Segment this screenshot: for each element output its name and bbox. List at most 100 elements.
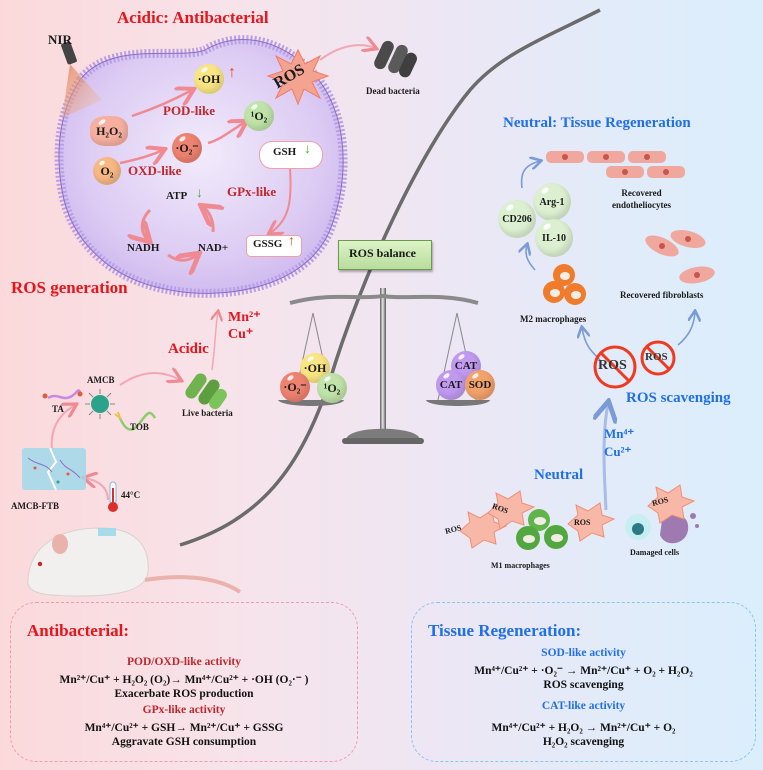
hydrogel-label: AMCB-FTB (11, 501, 59, 511)
amcb-nanoparticle-icon (85, 389, 115, 419)
mouse-icon (27, 527, 242, 597)
ros-burst-icon (266, 48, 330, 106)
sod-effect: ROS scavenging (543, 679, 624, 691)
hydroxyl-radical-label: ·OH (197, 71, 221, 86)
ros-balance-title: ROS balance (349, 246, 417, 260)
h2o2-label: H₂O₂ (96, 123, 122, 138)
ros-burst-icon (487, 490, 536, 530)
marker-il10-ball: IL-10 (535, 219, 573, 257)
gssg-label: GSSG (253, 238, 283, 250)
endotheliocytes-label-line-2: endotheliocytes (612, 200, 671, 210)
nadh-label: NADH (127, 242, 160, 254)
gpx-like-label: GPx-like (227, 184, 277, 199)
cu2-ion-label: Cu²⁺ (604, 444, 632, 459)
mn2-ion-label: Mn²⁺ (228, 310, 261, 325)
tissue-regeneration-panel-title: Tissue Regeneration: (428, 621, 582, 640)
pod-like-label: POD-like (163, 103, 215, 118)
no-ros-icon-1 (593, 345, 637, 389)
marker-arg1-label: Arg-1 (539, 196, 565, 208)
balance-oh-label: ·OH (303, 360, 327, 375)
ros-burst-icon (567, 502, 616, 542)
cu1-ion-label: Cu⁺ (228, 327, 254, 342)
marker-cd206-ball: CD206 (498, 200, 536, 238)
neutral-tissue-title: Neutral: Tissue Regeneration (503, 115, 691, 131)
gsh-down-arrow-icon: ↓ (304, 142, 311, 157)
balance-singlet-ball: ¹O₂ (317, 373, 347, 403)
gsh-label: GSH (273, 146, 297, 158)
cat-activity-heading: CAT-like activity (541, 700, 626, 712)
nad-plus-label: NAD+ (198, 242, 229, 254)
nir-laser-icon (61, 41, 102, 118)
sod-activity-heading: SOD-like activity (541, 647, 626, 659)
m1-macrophages-icon (516, 509, 568, 550)
damaged-cells-label: Damaged cells (630, 548, 680, 557)
crossed-ros-label-1: ROS (598, 358, 627, 373)
gsh-cloud (259, 141, 323, 169)
endotheliocytes-label-line-1: Recovered (621, 188, 662, 198)
neutral-label: Neutral (534, 467, 584, 483)
nir-label: NIR (48, 32, 72, 47)
neutral-ions: Mn⁴⁺ Cu²⁺ (604, 425, 634, 461)
balance-sod-label: SOD (468, 379, 492, 391)
oxygen-label: O₂ (100, 163, 114, 178)
damaged-cells-icon (625, 513, 699, 544)
balance-cat-label-2: CAT (439, 379, 463, 391)
ros-generation-label: ROS generation (11, 278, 128, 297)
marker-arg1-ball: Arg-1 (533, 183, 571, 221)
singlet-oxygen-ball: ¹O₂ (244, 101, 274, 131)
balance-cat-ball-2: CAT (436, 370, 466, 400)
balance-sod-ball: SOD (465, 370, 495, 400)
ta-molecule-icon (42, 389, 83, 400)
sod-equation: Mn⁴⁺/Cu²⁺ + ·O₂⁻ → Mn²⁺/Cu⁺ + O₂ + H₂O₂ (474, 665, 693, 677)
superoxide-ball: ·O₂⁻ (172, 133, 202, 163)
gpx-effect: Aggravate GSH consumption (111, 736, 257, 748)
balance-superoxide-label: ·O₂⁻ (283, 379, 307, 394)
h2o2-burst: H₂O₂ (90, 116, 128, 146)
temperature-label: 44°C (121, 490, 141, 500)
balance-singlet-label: ¹O₂ (323, 380, 341, 395)
amcb-label: AMCB (87, 375, 115, 385)
tissue-regeneration-panel: Tissue Regeneration: SOD-like activity M… (411, 602, 756, 762)
ros-balance-box (338, 240, 432, 270)
pod-oxd-equation: Mn²⁺/Cu⁺ + H₂O₂ (O₂)→ Mn⁴⁺/Cu²⁺ + ·OH (O… (59, 674, 309, 686)
live-bacteria-icon (185, 373, 227, 410)
ros-burst-icon (647, 484, 696, 524)
atp-label: ATP (166, 190, 188, 202)
atp-down-arrow-icon: ↓ (196, 186, 203, 201)
cat-effect: H₂O₂ scavenging (542, 736, 625, 748)
oh-up-arrow-icon: ↑ (228, 64, 236, 81)
m2-macrophages-icon (543, 264, 586, 305)
tob-molecule-icon (114, 411, 157, 431)
fibroblasts-label: Recovered fibroblasts (620, 290, 704, 300)
tob-label: TOB (130, 422, 149, 432)
oxd-like-label: OXD-like (128, 163, 182, 178)
hydrogel-block-icon (22, 447, 86, 491)
thermometer-icon (108, 481, 118, 512)
gpx-activity-heading: GPx-like activity (142, 704, 226, 716)
superoxide-label: ·O₂⁻ (175, 140, 199, 155)
ta-label: TA (52, 404, 64, 414)
ros-burst-icon (459, 509, 508, 549)
live-bacteria-label: Live bacteria (182, 408, 233, 418)
singlet-oxygen-label: ¹O₂ (250, 108, 268, 123)
cat-equation: Mn⁴⁺/Cu²⁺ + H₂O₂ → Mn²⁺/Cu⁺ + O₂ (491, 722, 676, 734)
m2-macrophages-label: M2 macrophages (520, 314, 587, 324)
antibacterial-panel: Antibacterial: POD/OXD-like activity Mn²… (10, 602, 358, 762)
balance-superoxide-ball: ·O₂⁻ (280, 372, 310, 402)
antibacterial-panel-title: Antibacterial: (27, 621, 129, 640)
m1-macrophages-label: M1 macrophages (491, 561, 550, 570)
hydroxyl-radical-ball: ·OH (194, 64, 224, 94)
endotheliocytes-label: Recovered endotheliocytes (612, 187, 671, 211)
marker-il10-label: IL-10 (542, 232, 566, 244)
mn4-ion-label: Mn⁴⁺ (604, 426, 635, 441)
pod-oxd-effect: Exacerbate ROS production (114, 688, 254, 700)
oxygen-ball: O₂ (93, 157, 121, 185)
acidic-antibacterial-title: Acidic: Antibacterial (117, 8, 269, 27)
crossed-ros-label-2: ROS (645, 351, 668, 363)
dead-bacteria-label: Dead bacteria (366, 86, 420, 96)
balance-cat-label-1: CAT (454, 360, 478, 372)
endotheliocytes-icon (546, 151, 685, 178)
pod-oxd-activity-heading: POD/OXD-like activity (126, 656, 242, 668)
no-ros-icon-2 (640, 340, 676, 376)
